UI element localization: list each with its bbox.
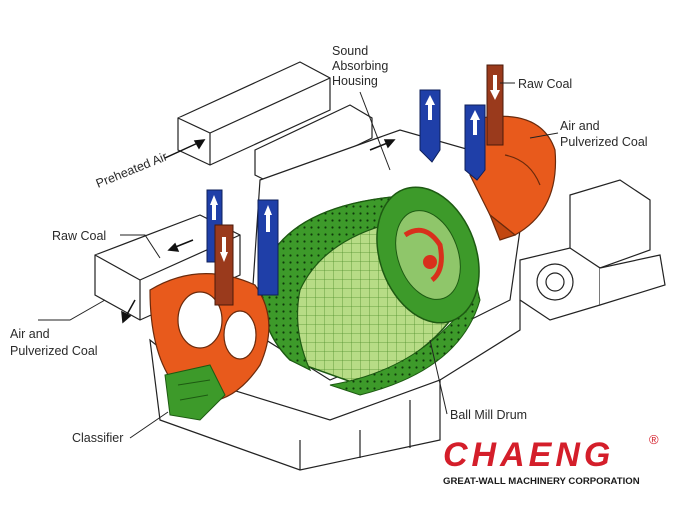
label-air-pulverized-right-2: Pulverized Coal (560, 135, 648, 149)
brand-subtitle: GREAT-WALL MACHINERY CORPORATION (443, 476, 640, 487)
label-sound-absorbing-housing-2: Absorbing (332, 59, 388, 73)
label-sound-absorbing-housing-3: Housing (332, 74, 378, 88)
label-air-pulverized-right-1: Air and (560, 119, 600, 133)
right-air-pipes (419, 64, 504, 181)
drive-motor (519, 179, 666, 321)
label-sound-absorbing-housing-1: Sound (332, 44, 368, 58)
coal-down-arrow-icon (490, 75, 500, 100)
air-up-arrow-icon (210, 195, 272, 232)
label-air-pulverized-left-2: Pulverized Coal (10, 344, 98, 358)
left-air-pipes (206, 189, 279, 306)
ball-mill-drum (261, 186, 481, 396)
label-raw-coal-left: Raw Coal (52, 229, 106, 243)
brand-name: CHAENG (443, 436, 615, 474)
flow-arrows (121, 139, 396, 324)
registered-mark: ® (649, 432, 659, 447)
left-separator (149, 273, 270, 403)
label-raw-coal-right: Raw Coal (518, 77, 572, 91)
coal-down-arrow-icon (220, 237, 228, 262)
leader-lines (38, 82, 559, 439)
classifier (164, 364, 226, 421)
label-air-pulverized-left-1: Air and (10, 327, 50, 341)
label-preheated-air: Preheated Air (94, 149, 169, 190)
label-classifier: Classifier (72, 431, 123, 445)
air-up-arrow-icon (425, 95, 480, 135)
brand-logo: CHAENG ® GREAT-WALL MACHINERY CORPORATIO… (443, 432, 659, 490)
left-duct (94, 214, 241, 321)
preheated-air-duct (177, 61, 373, 186)
right-separator (469, 115, 557, 241)
label-ball-mill-drum: Ball Mill Drum (450, 408, 527, 422)
